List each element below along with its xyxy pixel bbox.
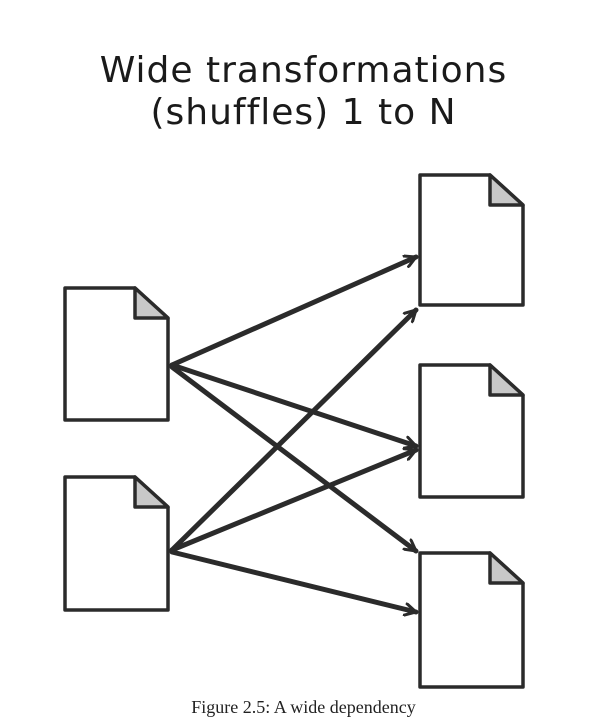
arrow-l1-r2 [169, 362, 416, 446]
arrow-l2-r3 [169, 549, 416, 612]
document-icon-right-2 [418, 363, 525, 499]
diagram-title: Wide transformations (shuffles) 1 to N [0, 50, 607, 134]
document-icon-left-1 [63, 286, 170, 422]
arrows [169, 257, 419, 612]
arrow-l2-r1 [169, 307, 419, 553]
title-line-2: (shuffles) 1 to N [150, 92, 457, 133]
document-icon-right-3 [418, 551, 525, 689]
arrow-l1-r1 [169, 257, 416, 368]
arrow-l1-r3 [169, 364, 416, 554]
document-icon-left-2 [63, 475, 170, 612]
document-icon-right-1 [418, 173, 525, 307]
title-line-1: Wide transformations [99, 50, 508, 91]
arrow-l2-r2 [169, 450, 416, 553]
figure-caption: Figure 2.5: A wide dependency [191, 697, 416, 717]
